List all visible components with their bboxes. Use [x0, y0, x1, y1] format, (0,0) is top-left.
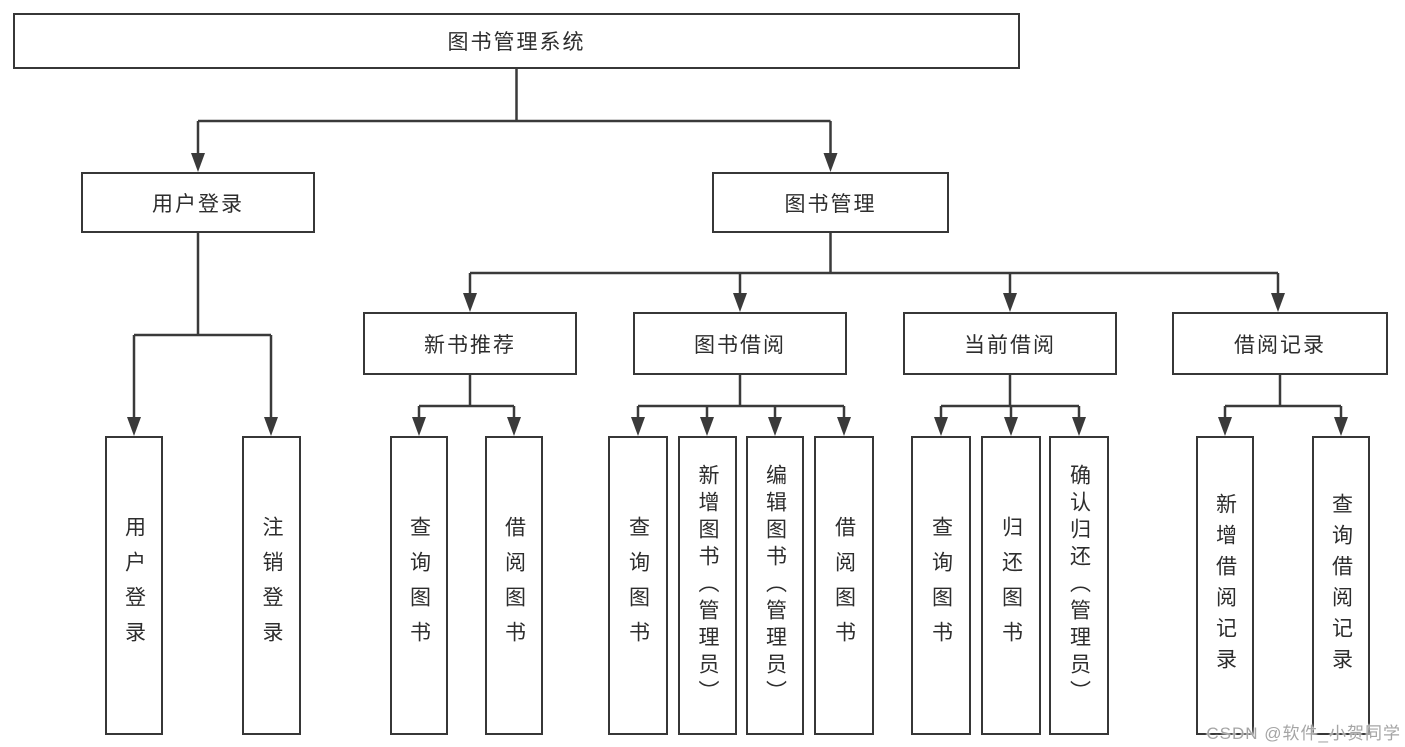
leaf-logout: 注销登录 — [242, 436, 301, 735]
node-root: 图书管理系统 — [13, 13, 1020, 69]
node-borrow-records: 借阅记录 — [1172, 312, 1388, 375]
leaf-confirm-return-admin-label: 确认归还（管理员） — [1067, 464, 1091, 707]
node-new-book-recommend: 新书推荐 — [363, 312, 577, 375]
leaf-borrow-books-borrow: 借阅图书 — [814, 436, 874, 735]
leaf-query-books-recommend: 查询图书 — [390, 436, 448, 735]
leaf-query-books-borrow: 查询图书 — [608, 436, 668, 735]
leaf-add-book-admin: 新增图书（管理员） — [678, 436, 737, 735]
leaf-user-login: 用户登录 — [105, 436, 163, 735]
csdn-watermark: CSDN @软件_小贺同学 — [1206, 724, 1401, 743]
leaf-add-borrow-record: 新增借阅记录 — [1196, 436, 1254, 735]
node-root-label: 图书管理系统 — [447, 31, 586, 54]
node-new-book-recommend-label: 新书推荐 — [424, 333, 516, 357]
leaf-query-books-current-label: 查询图书 — [929, 515, 953, 656]
node-borrow-records-label: 借阅记录 — [1234, 333, 1326, 357]
node-book-borrow: 图书借阅 — [633, 312, 847, 375]
leaf-return-book-label: 归还图书 — [999, 515, 1023, 656]
leaf-query-books-recommend-label: 查询图书 — [407, 515, 431, 656]
node-book-management: 图书管理 — [712, 172, 949, 233]
node-book-management-label: 图书管理 — [784, 192, 877, 216]
leaf-borrow-books-recommend: 借阅图书 — [485, 436, 543, 735]
node-current-borrow: 当前借阅 — [903, 312, 1117, 375]
leaf-edit-book-admin-label: 编辑图书（管理员） — [763, 464, 787, 707]
node-user-login: 用户登录 — [81, 172, 315, 233]
leaf-add-borrow-record-label: 新增借阅记录 — [1213, 492, 1237, 679]
leaf-query-books-current: 查询图书 — [911, 436, 971, 735]
leaf-add-book-admin-label: 新增图书（管理员） — [696, 464, 719, 707]
node-current-borrow-label: 当前借阅 — [964, 333, 1056, 357]
leaf-query-borrow-record: 查询借阅记录 — [1312, 436, 1370, 735]
leaf-query-books-borrow-label: 查询图书 — [626, 515, 650, 656]
leaf-query-borrow-record-label: 查询借阅记录 — [1329, 492, 1353, 679]
leaf-logout-label: 注销登录 — [260, 515, 283, 656]
leaf-borrow-books-recommend-label: 借阅图书 — [502, 515, 526, 656]
leaf-borrow-books-borrow-label: 借阅图书 — [832, 515, 856, 656]
leaf-confirm-return-admin: 确认归还（管理员） — [1049, 436, 1109, 735]
leaf-user-login-label: 用户登录 — [122, 515, 146, 656]
node-user-login-label: 用户登录 — [152, 192, 244, 216]
node-book-borrow-label: 图书借阅 — [694, 333, 786, 357]
leaf-edit-book-admin: 编辑图书（管理员） — [746, 436, 804, 735]
leaf-return-book: 归还图书 — [981, 436, 1041, 735]
